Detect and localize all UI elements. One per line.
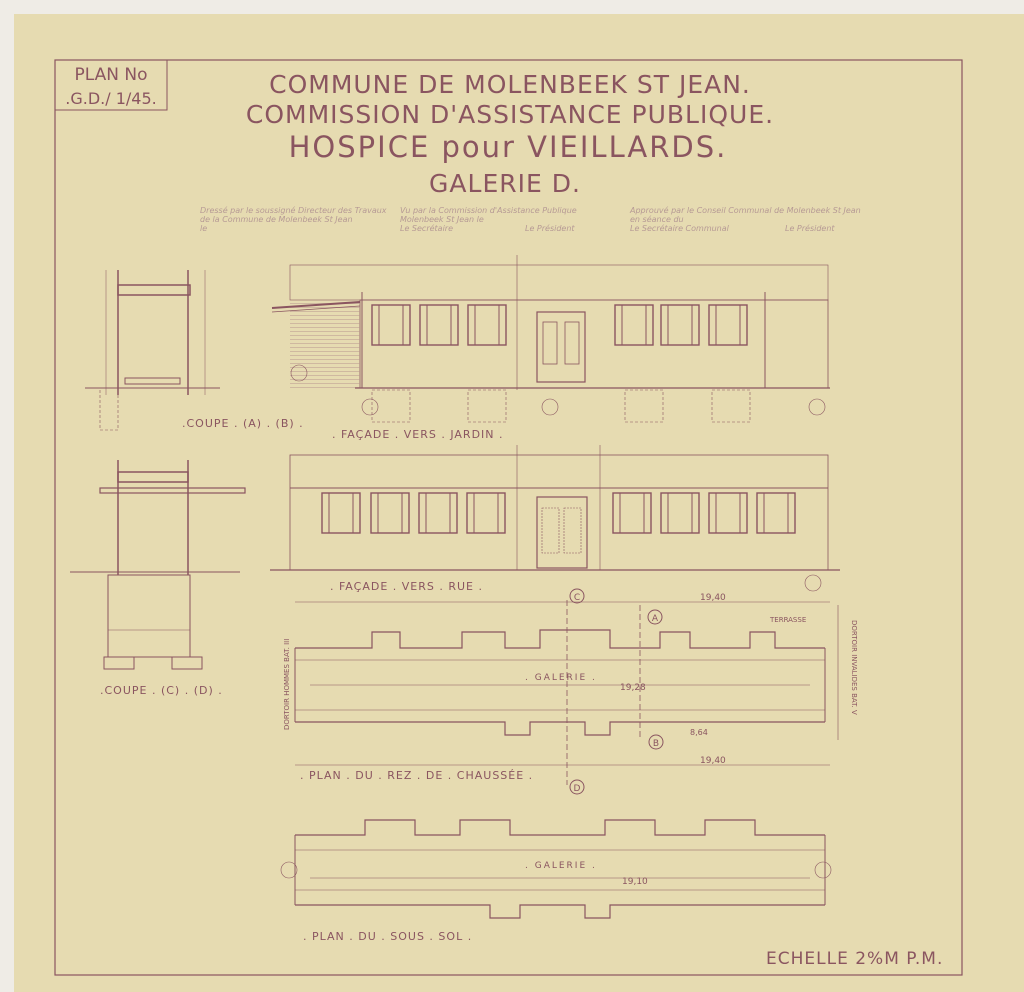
right-side-label: DORTOIR INVALIDES BAT. V: [850, 620, 858, 715]
svg-text:de la Commune de Molenbeek St: de la Commune de Molenbeek St Jean: [200, 215, 353, 224]
coupe-ab: [85, 270, 220, 431]
svg-text:Approuvé par le Conseil Commun: Approuvé par le Conseil Communal de Mole…: [629, 205, 861, 215]
dim-inner: 19,28: [620, 683, 646, 693]
svg-text:Le Président: Le Président: [785, 223, 835, 233]
title-commission: COMMISSION D'ASSISTANCE PUBLIQUE.: [246, 100, 774, 129]
plan-rdc-label: . PLAN . DU . REZ . DE . CHAUSSÉE .: [300, 769, 533, 782]
plan-sous-sol: [280, 819, 832, 919]
coupe-cd-label: .COUPE . (C) . (D) .: [100, 684, 223, 697]
window: [756, 492, 796, 534]
plan-rez-de-chaussee: [294, 600, 839, 785]
signature-block-2: Vu par la Commission d'Assistance Publiq…: [400, 206, 577, 233]
facade-jardin-label: . FAÇADE . VERS . JARDIN .: [332, 428, 504, 441]
window: [660, 304, 700, 346]
section-markers: C A B D: [569, 588, 664, 795]
galerie-ss-label: . GALERIE .: [525, 861, 597, 871]
dim-total-top: 19,40: [700, 593, 726, 603]
title-commune: COMMUNE DE MOLENBEEK ST JEAN.: [269, 70, 751, 99]
dim-ss-total: 19,10: [622, 877, 648, 887]
signature-block-1: Dressé par le soussigné Directeur des Tr…: [200, 205, 387, 233]
marker-b: B: [653, 739, 659, 749]
coupe-cd: [70, 460, 246, 670]
marker-a: A: [652, 614, 659, 624]
window: [660, 492, 700, 534]
window: [370, 492, 410, 534]
terrace-label: TERRASSE: [769, 616, 806, 624]
plan-sous-sol-label: . PLAN . DU . SOUS . SOL .: [303, 930, 472, 943]
window: [466, 492, 506, 534]
svg-text:le: le: [200, 224, 207, 233]
drawing-sheet: [14, 14, 1024, 992]
svg-text:Le Président: Le Président: [525, 223, 575, 233]
plan-number-label: PLAN No: [75, 65, 148, 85]
title-galerie: GALERIE D.: [429, 169, 581, 198]
title-hospice: HOSPICE pour VIEILLARDS.: [289, 130, 728, 164]
svg-text:Le Secrétaire: Le Secrétaire: [400, 223, 453, 233]
dim-total-bottom: 19,40: [700, 756, 726, 766]
facade-jardin: [271, 255, 830, 423]
marker-d: D: [574, 784, 581, 794]
galerie-rdc-label: . GALERIE .: [525, 673, 597, 683]
window: [708, 304, 748, 346]
plan-number-value: .G.D./ 1/45.: [65, 89, 156, 108]
window: [321, 492, 361, 534]
svg-text:Le Secrétaire Communal: Le Secrétaire Communal: [630, 223, 730, 233]
facade-rue: [270, 445, 840, 592]
facade-rue-label: . FAÇADE . VERS . RUE .: [330, 580, 483, 593]
window: [418, 492, 458, 534]
svg-text:en séance du: en séance du: [630, 214, 684, 224]
svg-text:Molenbeek St Jean le: Molenbeek St Jean le: [400, 215, 484, 224]
window: [467, 304, 507, 346]
sheet-frame: [54, 59, 963, 976]
window: [371, 304, 411, 346]
coupe-ab-label: .COUPE . (A) . (B) .: [182, 417, 304, 430]
scale-label: ECHELLE 2%M P.M.: [766, 949, 943, 969]
dim-right-span: 8,64: [690, 728, 708, 737]
signature-block-3: Approuvé par le Conseil Communal de Mole…: [629, 205, 861, 233]
window: [419, 304, 459, 346]
window: [708, 492, 748, 534]
svg-text:Vu par la Commission d'Assista: Vu par la Commission d'Assistance Publiq…: [400, 206, 577, 215]
marker-c: C: [574, 593, 580, 603]
left-side-label: DORTOIR HOMMES BAT. III: [283, 639, 291, 730]
svg-text:Dressé par le soussigné Direct: Dressé par le soussigné Directeur des Tr…: [200, 205, 387, 215]
plan-number-box: [54, 59, 168, 111]
window: [614, 304, 654, 346]
window: [612, 492, 652, 534]
